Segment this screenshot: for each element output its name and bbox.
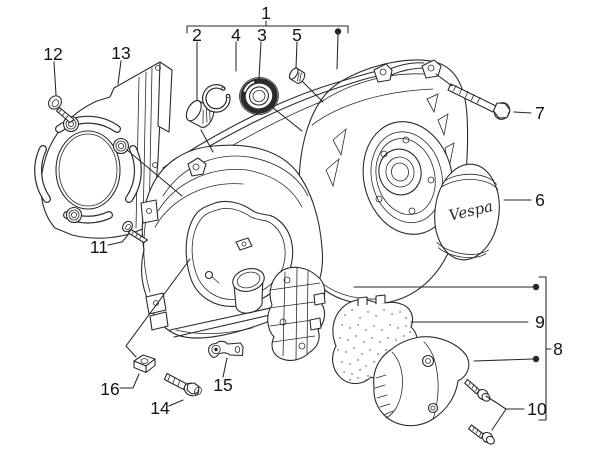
callout-16: 16: [100, 379, 119, 399]
clip-nut-16: [133, 354, 156, 374]
spacer: [288, 67, 306, 85]
bushing: [185, 100, 215, 128]
callout-12: 12: [43, 44, 62, 64]
callout-10: 10: [527, 399, 547, 419]
hex-bolt-7: [447, 83, 511, 120]
callout-11: 11: [90, 237, 108, 257]
air-filter-cover: [373, 336, 470, 427]
flanged-bolt-14: [163, 372, 202, 397]
callout-9: 9: [535, 312, 545, 332]
callout-6: 6: [535, 190, 545, 210]
callout-2: 2: [192, 25, 202, 45]
air-filter-housing: [267, 266, 326, 361]
screw-11: [122, 220, 149, 244]
bracket-15: [208, 340, 244, 358]
callout-labels: 1 2 4 3 5 12 13 7 6 11 9 8 10 16 14 15: [43, 3, 563, 419]
bearing: [239, 77, 279, 115]
callout-4: 4: [231, 25, 241, 45]
callout-14: 14: [150, 398, 170, 418]
callout-7: 7: [535, 103, 545, 123]
circlip: [201, 84, 231, 113]
callout-15: 15: [213, 375, 232, 395]
callout-1: 1: [261, 3, 271, 23]
callout-8: 8: [553, 339, 563, 359]
screw-12: [48, 95, 75, 124]
callout-5: 5: [292, 25, 302, 45]
vespa-badge-cover: Vespa: [434, 163, 500, 261]
self-tapping-screws-10: [464, 378, 495, 445]
leader-lines: [53, 20, 552, 431]
clip-mount-boss: [204, 270, 220, 284]
callout-3: 3: [257, 25, 267, 45]
callout-13: 13: [111, 43, 130, 63]
crankcase-cover-outer: [298, 59, 469, 305]
